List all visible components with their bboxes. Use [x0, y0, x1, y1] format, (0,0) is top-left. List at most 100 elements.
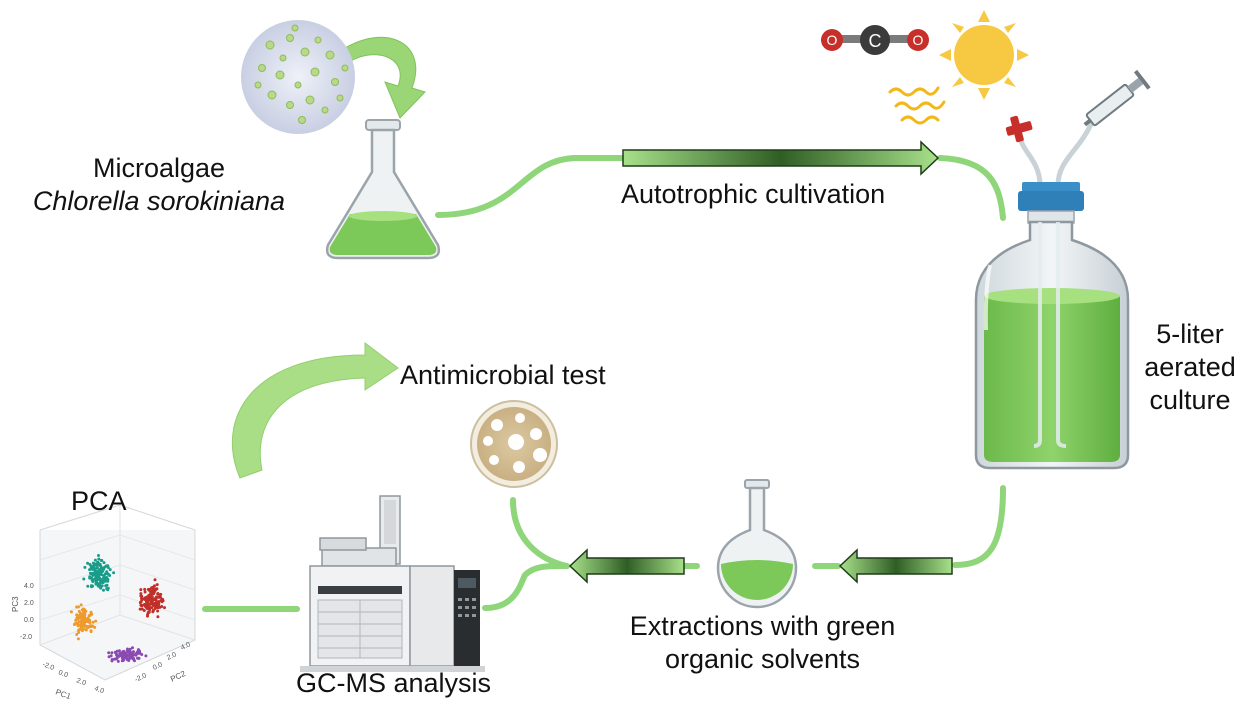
- arrow-to-roundflask: [838, 548, 953, 584]
- pca-point: [107, 651, 111, 655]
- culture-label: 5-liter aerated culture: [1138, 318, 1242, 417]
- pca-point: [89, 629, 93, 633]
- pca-point: [101, 581, 105, 585]
- pca-point: [143, 590, 147, 594]
- pca-point: [96, 560, 100, 564]
- pca-point: [157, 595, 161, 599]
- co2-right-atom-label: O: [913, 32, 924, 48]
- pca-point: [156, 592, 160, 595]
- pca-point: [83, 565, 87, 569]
- connector-arrow-to-bottle: [937, 155, 1006, 221]
- pca-z-tick-2: 0.0: [24, 617, 34, 624]
- pca-point: [84, 619, 88, 623]
- connector-bottle-to-arrow: [952, 485, 1006, 568]
- pca-point: [136, 656, 139, 660]
- pca-point: [106, 577, 110, 581]
- pca-point: [90, 612, 94, 616]
- pca-point: [156, 615, 160, 619]
- pca-point: [146, 596, 150, 600]
- microalgae-label-line1: Microalgae: [92, 153, 226, 183]
- pca-point: [86, 561, 90, 565]
- pca-point: [154, 588, 158, 592]
- pca-point: [93, 573, 97, 577]
- pca-point: [130, 656, 134, 660]
- pca-point: [150, 606, 154, 610]
- pca-x-axis-label: PC1: [54, 687, 72, 701]
- pca-point: [77, 610, 81, 613]
- pca-x-tick-0: -2.0: [41, 661, 55, 672]
- pca-point: [163, 606, 166, 610]
- pca-point: [117, 654, 121, 658]
- pca-point: [138, 607, 142, 611]
- pca-point: [110, 651, 114, 655]
- extraction-label-line1: Extractions with green: [629, 611, 896, 641]
- pca-point: [97, 554, 100, 557]
- pca-point: [90, 624, 94, 628]
- pca-scatter-plot: PC3 4.0 2.0 0.0 -2.0 -2.0 0.0 2.0 4.0 PC…: [11, 504, 196, 701]
- pca-point: [84, 628, 88, 632]
- co2-left-atom-label: O: [827, 32, 838, 48]
- pca-point: [139, 592, 143, 596]
- connector-plate-junction: [510, 497, 570, 569]
- pca-point: [101, 569, 105, 573]
- pca-point: [143, 603, 147, 607]
- aerated-culture-bottle: [974, 69, 1151, 470]
- pca-y-tick-3: -2.0: [134, 672, 148, 683]
- pca-point: [93, 567, 97, 571]
- pca-point: [146, 588, 150, 591]
- pca-point: [90, 584, 93, 588]
- pca-point: [93, 578, 97, 582]
- pca-point: [151, 610, 155, 614]
- microalgae-cells-image: [241, 20, 355, 134]
- pca-point: [94, 619, 98, 623]
- autotrophic-cultivation-label: Autotrophic cultivation: [621, 179, 886, 209]
- pca-z-tick-1: 2.0: [24, 600, 34, 607]
- curved-arrow-to-flask: [334, 36, 426, 119]
- pca-cluster-teal: [82, 554, 116, 592]
- arrow-to-gcms: [568, 548, 685, 584]
- pca-x-tick-2: 2.0: [75, 677, 87, 687]
- pca-point: [143, 587, 147, 591]
- pca-point: [140, 603, 144, 607]
- pca-point: [93, 558, 97, 562]
- pca-point: [94, 582, 98, 586]
- microalgae-species-name: Chlorella sorokiniana: [32, 186, 286, 216]
- pca-point: [146, 613, 150, 616]
- co2-center-atom-label: C: [869, 31, 882, 51]
- pca-point: [90, 567, 94, 571]
- pca-point: [88, 568, 92, 572]
- pca-point: [153, 578, 157, 582]
- pca-point: [82, 577, 86, 581]
- pca-point: [108, 568, 112, 572]
- petri-dish-image: [470, 400, 558, 488]
- arrow-autotrophic: [622, 140, 940, 176]
- pca-point: [129, 651, 133, 655]
- pca-point: [86, 584, 90, 588]
- pca-point: [118, 652, 122, 655]
- pca-point: [107, 655, 111, 659]
- pca-point: [94, 562, 98, 566]
- pca-point: [149, 591, 153, 595]
- pca-point: [93, 625, 97, 629]
- pca-point: [154, 597, 158, 601]
- pca-point: [100, 559, 104, 562]
- pca-point: [128, 647, 132, 651]
- pca-point: [105, 587, 109, 591]
- antimicrobial-test-label: Antimicrobial test: [400, 360, 606, 390]
- pca-point: [155, 583, 159, 587]
- gc-ms-instrument: [300, 495, 485, 672]
- pca-point: [156, 609, 160, 613]
- pca-point: [79, 603, 83, 607]
- extraction-label: Extractions with green organic solvents: [590, 610, 935, 676]
- pca-point: [75, 633, 79, 636]
- pca-point: [98, 578, 102, 582]
- pca-point: [75, 617, 79, 621]
- pca-point: [116, 659, 120, 663]
- pca-y-axis-label: PC2: [169, 669, 187, 684]
- pca-point: [149, 600, 153, 604]
- curved-arrow-to-antimicrobial: [231, 341, 399, 479]
- connector-flask-to-arrow: [435, 155, 625, 218]
- culture-label-line3: culture: [1149, 385, 1231, 415]
- pca-point: [151, 588, 155, 592]
- pca-point: [122, 658, 125, 662]
